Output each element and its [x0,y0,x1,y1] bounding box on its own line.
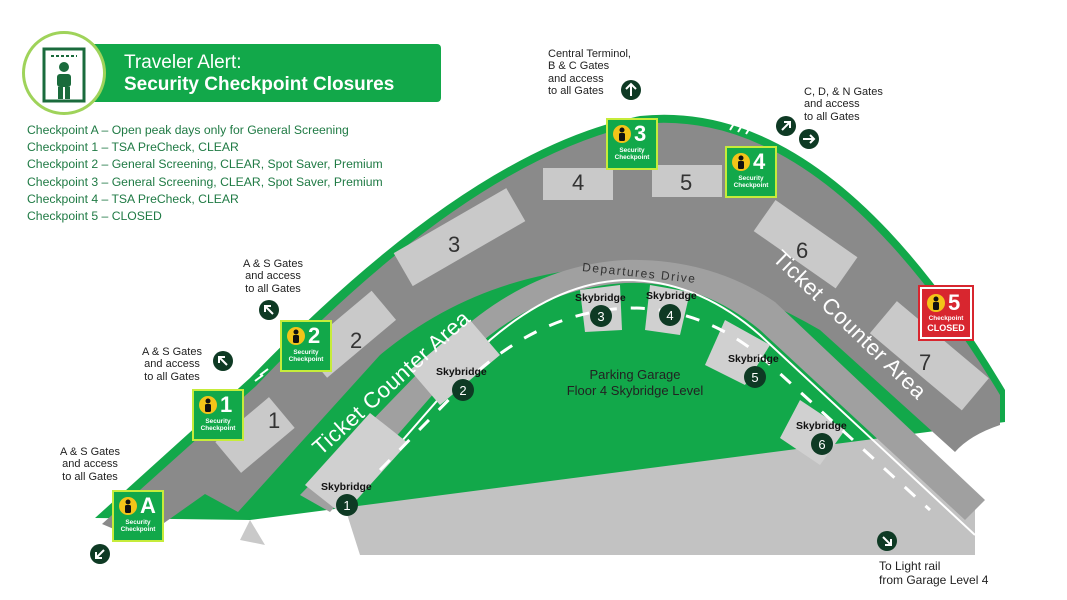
security-person-icon [927,294,945,312]
checkpoint-label: Security Checkpoint [288,349,324,364]
arrow-northwest-icon[interactable] [258,299,280,321]
counter-number: 5 [680,170,693,195]
checkpoint-3-badge[interactable]: 3 Security Checkpoint [606,118,658,170]
skybridge-label: Skybridge [646,290,697,302]
legend-item: Checkpoint 3 – General Screening, CLEAR,… [27,174,383,189]
legend-item: Checkpoint 1 – TSA PreCheck, CLEAR [27,140,239,155]
checkpoint-number: 4 [753,149,766,174]
checkpoint-label: Security Checkpoint [200,418,236,433]
checkpoint-label: Security Checkpoint [120,519,156,534]
arrow-up-icon[interactable] [620,79,642,101]
security-person-icon [199,396,217,414]
skybridge-label: Skybridge [728,353,779,365]
counter-number: 3 [448,232,461,257]
checkpoint-number: 1 [220,392,233,417]
checkpoint-label: Checkpoint [928,315,964,322]
legend-item: Checkpoint 4 – TSA PreCheck, CLEAR [27,191,239,206]
security-person-icon [287,327,305,345]
checkpoint-number: 2 [308,323,321,348]
checkpoint-4-badge[interactable]: 4 Security Checkpoint [725,146,777,198]
counter-block-6 [753,199,858,289]
checkpoint-number: A [140,493,156,518]
garage-border [332,278,976,536]
arrow-northwest-icon[interactable] [212,350,234,372]
counter-number: 4 [572,170,585,195]
arrow-right-icon[interactable] [798,128,820,150]
security-person-icon [119,497,137,515]
counter-block-7 [869,301,989,411]
security-person-icon [732,153,750,171]
road-markings [378,306,932,512]
counter-block-5 [652,165,722,197]
checkpoint-a-badge[interactable]: A Security Checkpoint [112,490,164,542]
alert-header-bar [88,44,441,102]
counter-block-1 [215,397,295,473]
counter-block-3 [393,188,526,287]
skybridge-label: Skybridge [796,420,847,432]
arrow-southwest-icon[interactable] [89,543,111,565]
checkpoint-status: CLOSED [927,323,965,333]
crosswalk-marks [254,121,752,382]
security-person-icon [613,125,631,143]
checkpoint-5-badge-closed[interactable]: 5 Checkpoint CLOSED [920,287,972,339]
checkpoint-number: 3 [634,121,647,146]
checkpoint-label: Security Checkpoint [733,175,769,190]
legend-item: Checkpoint 2 – General Screening, CLEAR,… [27,157,383,172]
arrow-southeast-icon[interactable] [876,530,898,552]
skybridge-label: Skybridge [436,366,487,378]
counter-number: 1 [268,408,281,433]
checkpoint-2-badge[interactable]: 2 Security Checkpoint [280,320,332,372]
counter-number: 6 [796,238,809,263]
alert-title-line2: Security Checkpoint Closures [124,74,395,95]
checkpoint-1-badge[interactable]: 1 Security Checkpoint [192,389,244,441]
counter-block-4 [543,168,613,200]
checkpoint-label: Security Checkpoint [614,147,650,162]
legend-item: Checkpoint 5 – CLOSED [27,209,162,224]
arrow-northeast-icon[interactable] [775,115,797,137]
checkpoint-number: 5 [948,290,961,315]
legend-item: Checkpoint A – Open peak days only for G… [27,123,349,137]
checkpoint-legend: Checkpoint A – Open peak days only for G… [27,122,383,225]
alert-title-line1: Traveler Alert: [124,52,242,73]
counter-number: 2 [350,328,363,353]
skybridge-label: Skybridge [321,481,372,493]
counter-number: 7 [919,350,932,375]
security-scanner-icon [22,31,106,115]
skybridge-label: Skybridge [575,292,626,304]
